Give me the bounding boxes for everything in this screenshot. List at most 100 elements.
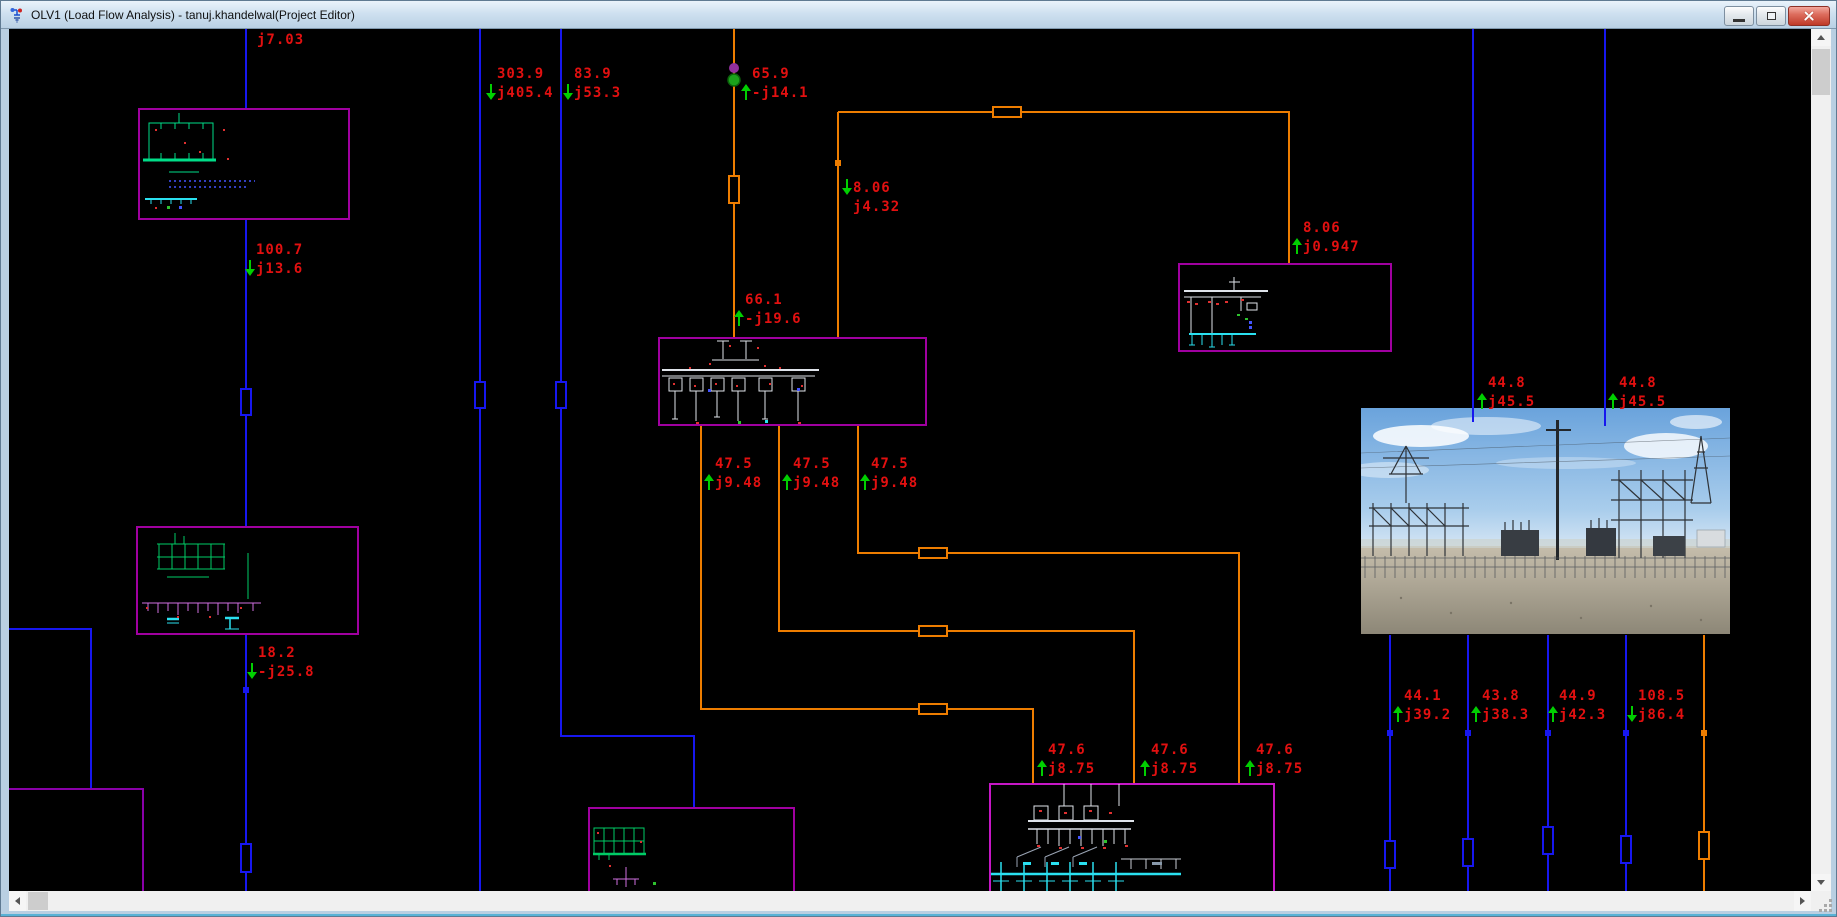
blue-breakers bbox=[240, 381, 1632, 873]
scroll-down-button[interactable] bbox=[1811, 874, 1831, 891]
breaker-symbol[interactable] bbox=[918, 703, 948, 715]
restore-button[interactable] bbox=[1756, 6, 1786, 26]
bus-node-green[interactable] bbox=[727, 73, 741, 87]
composite-network-5[interactable] bbox=[588, 807, 795, 891]
flow-mw: 47.6 bbox=[1151, 742, 1189, 758]
cable-line[interactable] bbox=[560, 29, 695, 808]
flow-label: 44.1 j39.2 bbox=[1393, 687, 1451, 725]
mini-diagram-3 bbox=[662, 340, 819, 424]
flow-mw: 8.06 bbox=[1303, 220, 1341, 236]
composite-network-2[interactable] bbox=[136, 526, 359, 635]
flow-mvar: -j14.1 bbox=[752, 85, 809, 101]
minimize-icon bbox=[1733, 19, 1745, 22]
node-dot bbox=[835, 160, 841, 166]
breaker-symbol[interactable] bbox=[1542, 826, 1554, 855]
node-dot bbox=[1623, 730, 1629, 736]
composite-network-1[interactable] bbox=[138, 108, 350, 220]
composite-network-3[interactable] bbox=[658, 337, 927, 426]
flow-mw: 47.6 bbox=[1048, 742, 1086, 758]
node-dot bbox=[1387, 730, 1393, 736]
flow-label: 8.06 j0.947 bbox=[1292, 219, 1360, 257]
breaker-symbol[interactable] bbox=[240, 388, 252, 416]
breaker-symbol[interactable] bbox=[240, 843, 252, 873]
feeder-line[interactable] bbox=[838, 111, 1290, 264]
flow-arrow-down-icon bbox=[1627, 706, 1638, 722]
flow-mw: 66.1 bbox=[745, 292, 783, 308]
breaker-symbol[interactable] bbox=[728, 175, 740, 204]
flow-mvar: j0.947 bbox=[1303, 239, 1360, 255]
horizontal-scroll-thumb[interactable] bbox=[28, 892, 48, 910]
scrollbar-corner bbox=[1811, 891, 1831, 911]
breaker-symbol[interactable] bbox=[992, 106, 1022, 118]
substation-photo[interactable] bbox=[1349, 408, 1730, 634]
minimize-button[interactable] bbox=[1724, 6, 1754, 26]
flow-arrow-up-icon bbox=[1292, 238, 1303, 254]
node-dots bbox=[243, 687, 1629, 736]
feeder-line[interactable] bbox=[700, 425, 1034, 784]
flow-label: 47.5 j9.48 bbox=[704, 455, 762, 493]
flow-mw: 303.9 bbox=[497, 66, 545, 82]
breaker-symbol[interactable] bbox=[1620, 835, 1632, 864]
mini-diagram-2 bbox=[142, 533, 261, 630]
node-dot bbox=[1701, 730, 1707, 736]
flow-mw: 44.1 bbox=[1404, 688, 1442, 704]
flow-arrow-up-icon bbox=[734, 310, 745, 326]
node-dot bbox=[243, 687, 249, 693]
feeder-line[interactable] bbox=[857, 425, 1240, 784]
blue-cables bbox=[9, 29, 1627, 891]
scroll-up-button[interactable] bbox=[1811, 29, 1831, 46]
feeder-line[interactable] bbox=[778, 425, 1135, 784]
breaker-symbol[interactable] bbox=[918, 547, 948, 559]
flow-arrow-down-icon bbox=[245, 260, 256, 276]
flow-mvar: j53.3 bbox=[574, 85, 622, 101]
flow-mw: 47.5 bbox=[715, 456, 753, 472]
flow-arrow-up-icon bbox=[1037, 760, 1048, 776]
flow-mw: 43.8 bbox=[1482, 688, 1520, 704]
breaker-symbol[interactable] bbox=[1384, 840, 1396, 869]
flow-mw: 47.5 bbox=[793, 456, 831, 472]
flow-mvar: j8.75 bbox=[1151, 761, 1199, 777]
horizontal-scrollbar[interactable] bbox=[9, 891, 1811, 911]
purple-branch-line[interactable] bbox=[9, 788, 144, 891]
flow-arrow-up-icon bbox=[1548, 706, 1559, 722]
breaker-symbol[interactable] bbox=[1462, 838, 1474, 867]
resize-grip-icon[interactable] bbox=[1824, 904, 1827, 907]
flow-mvar: j39.2 bbox=[1404, 707, 1452, 723]
mini-diagram-4 bbox=[1184, 277, 1268, 348]
flow-arrow-up-icon bbox=[1393, 706, 1404, 722]
scroll-left-button[interactable] bbox=[9, 891, 26, 911]
chevron-down-icon bbox=[1817, 880, 1825, 885]
vertical-scrollbar[interactable] bbox=[1811, 29, 1831, 891]
close-icon bbox=[1803, 10, 1815, 22]
composite-network-4[interactable] bbox=[1178, 263, 1392, 352]
breaker-symbol[interactable] bbox=[1698, 831, 1710, 860]
scroll-right-button[interactable] bbox=[1794, 891, 1811, 911]
flow-mvar: j9.48 bbox=[715, 475, 763, 491]
mini-diagram-1 bbox=[143, 113, 255, 209]
flow-mvar: j9.48 bbox=[793, 475, 841, 491]
bus-node-purple[interactable] bbox=[729, 63, 739, 73]
window-titlebar[interactable]: OLV1 (Load Flow Analysis) - tanuj.khande… bbox=[1, 1, 1836, 29]
breaker-symbol[interactable] bbox=[474, 381, 486, 409]
breaker-symbol[interactable] bbox=[555, 381, 567, 409]
app-icon bbox=[9, 7, 25, 23]
flow-mvar: j45.5 bbox=[1488, 394, 1536, 410]
cable-line[interactable] bbox=[9, 628, 92, 789]
vertical-scroll-thumb[interactable] bbox=[1812, 49, 1830, 95]
close-button[interactable] bbox=[1788, 6, 1830, 26]
flow-arrow-up-icon bbox=[1608, 393, 1619, 409]
restore-icon bbox=[1766, 12, 1776, 20]
flow-mw: 44.8 bbox=[1488, 375, 1526, 391]
flow-mvar: -j25.8 bbox=[258, 664, 315, 680]
orange-breakers bbox=[728, 106, 1710, 860]
composite-network-6[interactable] bbox=[989, 783, 1275, 891]
flow-label: 44.8 j45.5 bbox=[1477, 374, 1535, 412]
breaker-symbol[interactable] bbox=[918, 625, 948, 637]
